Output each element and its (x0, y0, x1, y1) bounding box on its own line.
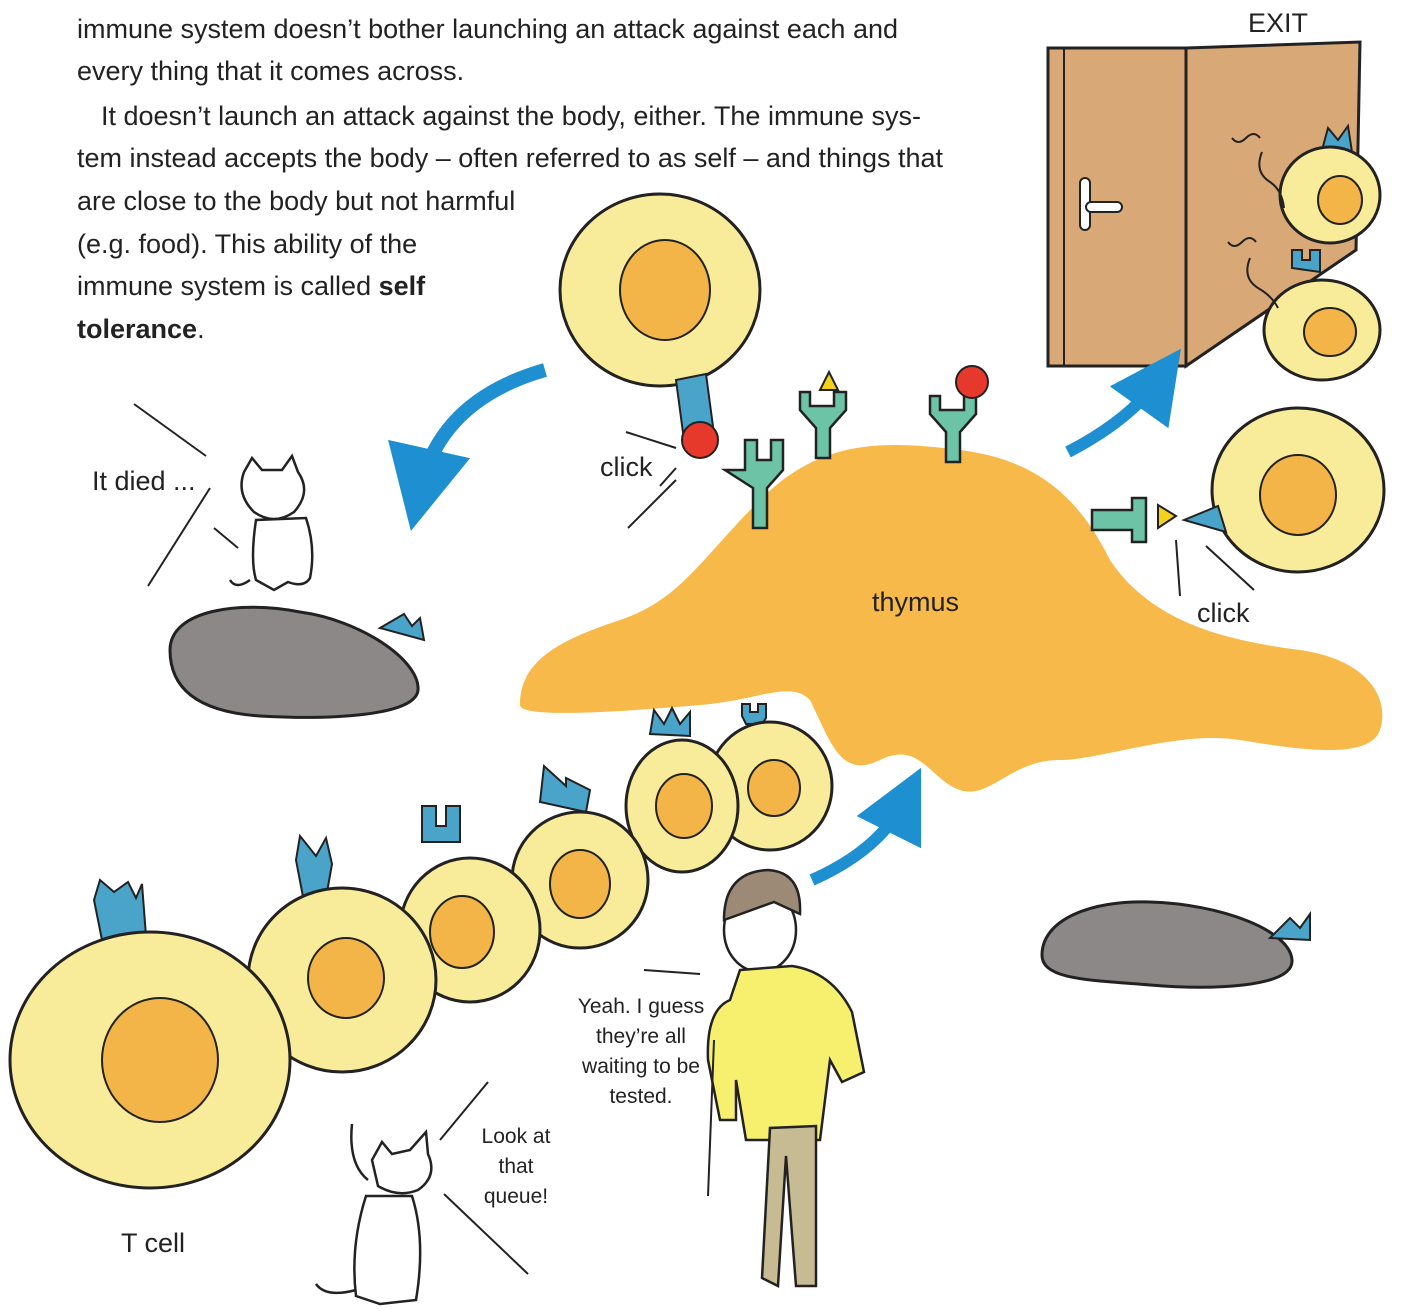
arrow-icon (1068, 378, 1160, 452)
man-speech: Yeah. I guess they’re all waiting to be … (566, 992, 716, 1112)
body-line: tolerance. (77, 308, 205, 350)
speech-line: they’re all (566, 1022, 716, 1052)
body-line: (e.g. food). This ability of the (77, 223, 537, 265)
bold-term: tolerance (77, 314, 197, 344)
it-died-label: It died ... (92, 466, 196, 497)
speech-line: Look at (468, 1122, 564, 1152)
bold-term: self (379, 271, 426, 301)
t-cell-icon (10, 880, 290, 1188)
t-cell-label: T cell (121, 1228, 185, 1259)
dead-cell-icon (1042, 902, 1310, 987)
speech-line: tested. (566, 1082, 716, 1112)
exit-label: EXIT (1248, 8, 1308, 39)
cat-character-icon (316, 1124, 431, 1304)
speech-line: Yeah. I guess (566, 992, 716, 1022)
receptor-icon (1092, 498, 1176, 542)
receptor-icon (800, 372, 846, 458)
ghost-cat-icon (230, 456, 312, 590)
speech-line: that (468, 1152, 564, 1182)
tested-t-cell-icon (1184, 408, 1384, 572)
cat-speech: Look at that queue! (468, 1122, 564, 1212)
man-character-icon (708, 870, 864, 1286)
dead-cell-icon (170, 607, 424, 717)
speech-line: waiting to be (566, 1052, 716, 1082)
body-text: . (197, 314, 205, 344)
body-text: immune system is called (77, 271, 371, 301)
click-label: click (600, 452, 653, 483)
body-line: It doesn’t launch an attack against the … (101, 95, 1007, 137)
speech-line: queue! (468, 1182, 564, 1212)
thymus-label: thymus (872, 587, 959, 618)
arrow-icon (420, 370, 545, 490)
body-line: are close to the body but not harmful (77, 180, 577, 222)
body-line: tem instead accepts the body – often ref… (77, 137, 1007, 179)
tested-t-cell-icon (560, 194, 760, 458)
click-label: click (1197, 598, 1250, 629)
body-line: immune system doesn’t bother launching a… (77, 8, 1007, 50)
body-line: every thing that it comes across. (77, 50, 1007, 92)
t-cell-icon (626, 708, 738, 872)
body-line: immune system is called self (77, 265, 537, 307)
